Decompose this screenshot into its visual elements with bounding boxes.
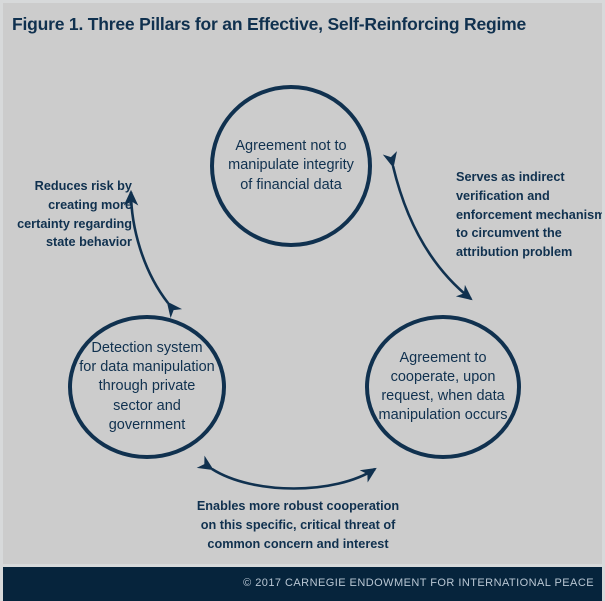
circle-right-line-4: manipulation occurs <box>378 407 508 424</box>
annotation-right-line-4: to circumvent the <box>456 226 562 241</box>
pillar-circle-agreement-integrity[interactable]: Agreement not to manipulate integrity of… <box>210 85 372 247</box>
circle-left-line-3: through private <box>98 378 196 395</box>
circle-right-line-2: cooperate, upon <box>390 368 496 385</box>
circle-right-line-3: request, when data <box>381 388 505 404</box>
figure-title: Figure 1. Three Pillars for an Effective… <box>12 14 527 34</box>
arrow-bottom-connector <box>196 455 377 490</box>
annotation-left-line-1: Reduces risk by <box>34 179 132 193</box>
circle-top-line-3: of financial data <box>240 176 342 193</box>
copyright-text: © 2017 CARNEGIE ENDOWMENT FOR INTERNATIO… <box>243 577 594 589</box>
annotation-left: Reduces risk by creating more certainty … <box>3 177 132 252</box>
footer-bar: © 2017 CARNEGIE ENDOWMENT FOR INTERNATIO… <box>3 564 602 601</box>
annotation-left-line-2: creating more <box>48 197 132 212</box>
annotation-bottom-line-1: Enables more robust cooperation <box>196 499 400 513</box>
annotation-right-line-3: enforcement mechanism <box>456 207 605 222</box>
annotation-right-line-1: Serves as indirect <box>456 170 565 184</box>
circle-left-line-1: Detection system <box>91 340 203 357</box>
pillar-circle-detection-system[interactable]: Detection system for data manipulation t… <box>68 315 226 459</box>
circle-left-line-4: sector and <box>113 397 181 414</box>
circle-left-line-2: for data manipulation <box>79 359 215 376</box>
annotation-left-line-4: state behavior <box>45 235 132 250</box>
annotation-bottom: Enables more robust cooperation on this … <box>155 497 441 553</box>
arrow-left-connector <box>123 189 183 319</box>
annotation-left-line-3: certainty regarding <box>17 216 132 231</box>
annotation-right-line-2: verification and <box>456 188 550 203</box>
circle-top-line-1: Agreement not to <box>235 138 347 155</box>
annotation-right-line-5: attribution problem <box>456 245 573 260</box>
circle-top-line-2: manipulate integrity <box>228 157 354 174</box>
annotation-bottom-line-2: on this specific, critical threat of <box>200 517 396 532</box>
pillar-circle-cooperate-on-request[interactable]: Agreement to cooperate, upon request, wh… <box>365 315 521 459</box>
annotation-right: Serves as indirect verification and enfo… <box>456 168 605 262</box>
annotation-bottom-line-3: common concern and interest <box>207 536 389 551</box>
circle-left-line-5: government <box>108 416 186 433</box>
circle-right-line-1: Agreement to <box>399 349 487 366</box>
